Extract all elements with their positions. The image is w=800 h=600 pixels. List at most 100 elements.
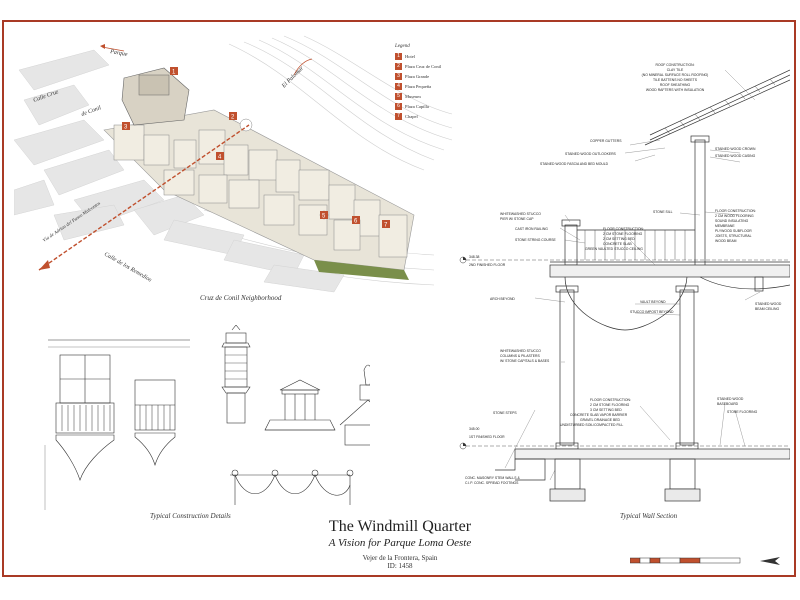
svg-text:ROOF CONSTRUCTION:: ROOF CONSTRUCTION:: [656, 63, 695, 67]
wall-section-notes: ROOF CONSTRUCTION: CLAY TILE (NO MINERAL…: [465, 63, 782, 485]
svg-text:3 CM SETTING BED: 3 CM SETTING BED: [590, 408, 622, 412]
note-baseboard-2: BASEBOARD: [717, 402, 739, 406]
street-parque: Parque: [109, 49, 129, 58]
svg-text:ROOF SHEATHING: ROOF SHEATHING: [660, 83, 691, 87]
svg-text:WOOD RAFTERS WITH INSULATION: WOOD RAFTERS WITH INSULATION: [646, 88, 705, 92]
leader-lines: [504, 69, 761, 481]
svg-text:(NO MINERAL SURFACE ROLL ROOFI: (NO MINERAL SURFACE ROLL ROOFING): [642, 73, 709, 77]
construction-details: [44, 325, 370, 510]
sheet-location: Vejer de la Frontera, Spain: [362, 554, 438, 562]
svg-text:2: 2: [231, 115, 235, 121]
level-1-label: 1ST FINISHED FLOOR: [469, 435, 505, 439]
svg-text:W/ STONE CAPITALS & BASES: W/ STONE CAPITALS & BASES: [500, 359, 550, 363]
sheet-id: ID: 1458: [387, 562, 413, 570]
window-balcony-sketch: [44, 339, 190, 510]
note-roof: ROOF CONSTRUCTION: CLAY TILE (NO MINERAL…: [642, 63, 709, 92]
finial-sketch: [339, 364, 370, 446]
caption-details: Typical Construction Details: [150, 512, 231, 520]
note-impost: STUCCO IMPOST BEYOND: [630, 310, 674, 314]
note-floor1: FLOOR CONSTRUCTION: 2 CM STONE FLOORING …: [560, 398, 631, 427]
scale-bar: [630, 557, 780, 565]
level-2-value: 348.38: [469, 255, 479, 259]
svg-text:CLAY TILE: CLAY TILE: [667, 68, 684, 72]
note-vault: VAULT BEYOND: [640, 300, 666, 304]
caption-wall-section: Typical Wall Section: [620, 512, 678, 520]
chimney-sketch: [221, 325, 251, 424]
note-beam-1: STAINED WOOD: [755, 302, 782, 306]
axis-arrow: [39, 260, 50, 270]
svg-text:FLOOR CONSTRUCTION:: FLOOR CONSTRUCTION:: [603, 227, 644, 231]
palomar-arrow: [293, 58, 313, 76]
svg-text:1: 1: [172, 70, 176, 76]
svg-text:MEMBRANE: MEMBRANE: [715, 224, 735, 228]
svg-text:TILE BATTENS NO SHEETS: TILE BATTENS NO SHEETS: [653, 78, 698, 82]
caption-neighborhood: Cruz de Conil Neighborhood: [200, 294, 282, 302]
svg-text:5: 5: [322, 214, 326, 220]
note-floor2: FLOOR CONSTRUCTION: 2 CM STONE FLOORING …: [585, 227, 644, 251]
wall-section-drawing: [459, 69, 790, 502]
note-stringcourse: STONE STRING COURSE: [515, 238, 557, 242]
parque-arrow: [101, 46, 125, 52]
svg-text:GREEN VAULTED STUCCO CEILING: GREEN VAULTED STUCCO CEILING: [585, 247, 643, 251]
arched-railing-sketch: [230, 469, 354, 505]
svg-text:FLOOR CONSTRUCTION:: FLOOR CONSTRUCTION:: [715, 209, 756, 213]
svg-text:4: 4: [218, 155, 222, 161]
note-footings-1: CONC. MASONRY STEM WALLS &: [465, 476, 521, 480]
svg-text:3: 3: [124, 125, 128, 131]
svg-text:2 CM STONE FLOORING: 2 CM STONE FLOORING: [590, 403, 630, 407]
note-arch: ARCH BEYOND: [490, 297, 515, 301]
note-outlookers: STAINED WOOD OUTLOOKERS: [565, 152, 617, 156]
building-mass: [103, 67, 415, 280]
note-cap-1: WHITEWASHED STUCCO: [500, 212, 541, 216]
svg-text:6: 6: [354, 219, 358, 225]
svg-text:GRAVEL DRAINAGE BED: GRAVEL DRAINAGE BED: [580, 418, 620, 422]
svg-text:PLYWOOD SUBFLOOR: PLYWOOD SUBFLOOR: [715, 229, 752, 233]
note-stone-sill: STONE SILL: [653, 210, 673, 214]
note-railing: CAST IRON RAILING: [515, 227, 548, 231]
title-block: The Windmill Quarter A Vision for Parque…: [320, 518, 480, 570]
ground-blocks: [14, 49, 345, 293]
note-fascia: STAINED WOOD FASCIA AND BED MOULD: [540, 162, 609, 166]
plan-markers: 1 2 3 4 5 6 7: [122, 67, 390, 229]
svg-text:CONCRETE SLAB: CONCRETE SLAB: [603, 242, 632, 246]
level-2-label: 2ND FINISHED FLOOR: [469, 263, 506, 267]
neighborhood-axonometric: 1 2 3 4 5 6 7 Parque Calle Cruz de Conil…: [14, 35, 453, 293]
note-columns: WHITEWASHED STUCCO COLUMNS & PILASTERS W…: [500, 349, 550, 363]
svg-text:COLUMNS & PILASTERS: COLUMNS & PILASTERS: [500, 354, 540, 358]
north-arrow-icon: [760, 557, 780, 565]
svg-text:FLOOR CONSTRUCTION:: FLOOR CONSTRUCTION:: [590, 398, 631, 402]
note-casing: STAINED WOOD CASING: [715, 154, 756, 158]
svg-text:UNDISTURBED SOIL/COMPACTED FIL: UNDISTURBED SOIL/COMPACTED FILL: [560, 423, 623, 427]
svg-text:CONCRETE SLAB VAPOR BARRIER: CONCRETE SLAB VAPOR BARRIER: [570, 413, 628, 417]
svg-text:JOISTS, STRUCTURAL: JOISTS, STRUCTURAL: [715, 234, 752, 238]
note-cap-2: PIER W/ STONE CAP: [500, 217, 534, 221]
axis-line: [38, 124, 250, 271]
note-floor-wood: FLOOR CONSTRUCTION: 2 CM WOOD FLOORING S…: [715, 209, 756, 243]
sheet-title: The Windmill Quarter: [328, 518, 472, 535]
svg-text:7: 7: [384, 223, 388, 229]
note-copper-gutters: COPPER GUTTERS: [590, 139, 622, 143]
note-stone-steps: STONE STEPS: [493, 411, 517, 415]
legend-title: Legend: [395, 44, 410, 49]
note-baseboard-1: STAINED WOOD: [717, 397, 744, 401]
note-footings-2: C.I.P. CONC. SPREAD FOOTINGS: [465, 481, 519, 485]
note-stone-flooring: STONE FLOORING: [727, 410, 758, 414]
svg-text:SOUND INSULATING: SOUND INSULATING: [715, 219, 749, 223]
sheet-subtitle: A Vision for Parque Loma Oeste: [328, 537, 472, 549]
svg-text:WOOD BEAM: WOOD BEAM: [715, 239, 737, 243]
gazebo-sketch: [264, 379, 336, 431]
svg-text:2 CM WOOD FLOORING: 2 CM WOOD FLOORING: [715, 214, 754, 218]
level-1-value: 345.00: [469, 427, 479, 431]
street-remedios: Calle de los Remedios: [103, 252, 153, 284]
svg-text:2 CM STONE FLOORING: 2 CM STONE FLOORING: [603, 232, 643, 236]
svg-text:2 CM SETTING BED: 2 CM SETTING BED: [603, 237, 635, 241]
note-crown: STAINED WOOD CROWN: [715, 147, 756, 151]
note-beam-2: BEAM CEILING: [755, 307, 779, 311]
